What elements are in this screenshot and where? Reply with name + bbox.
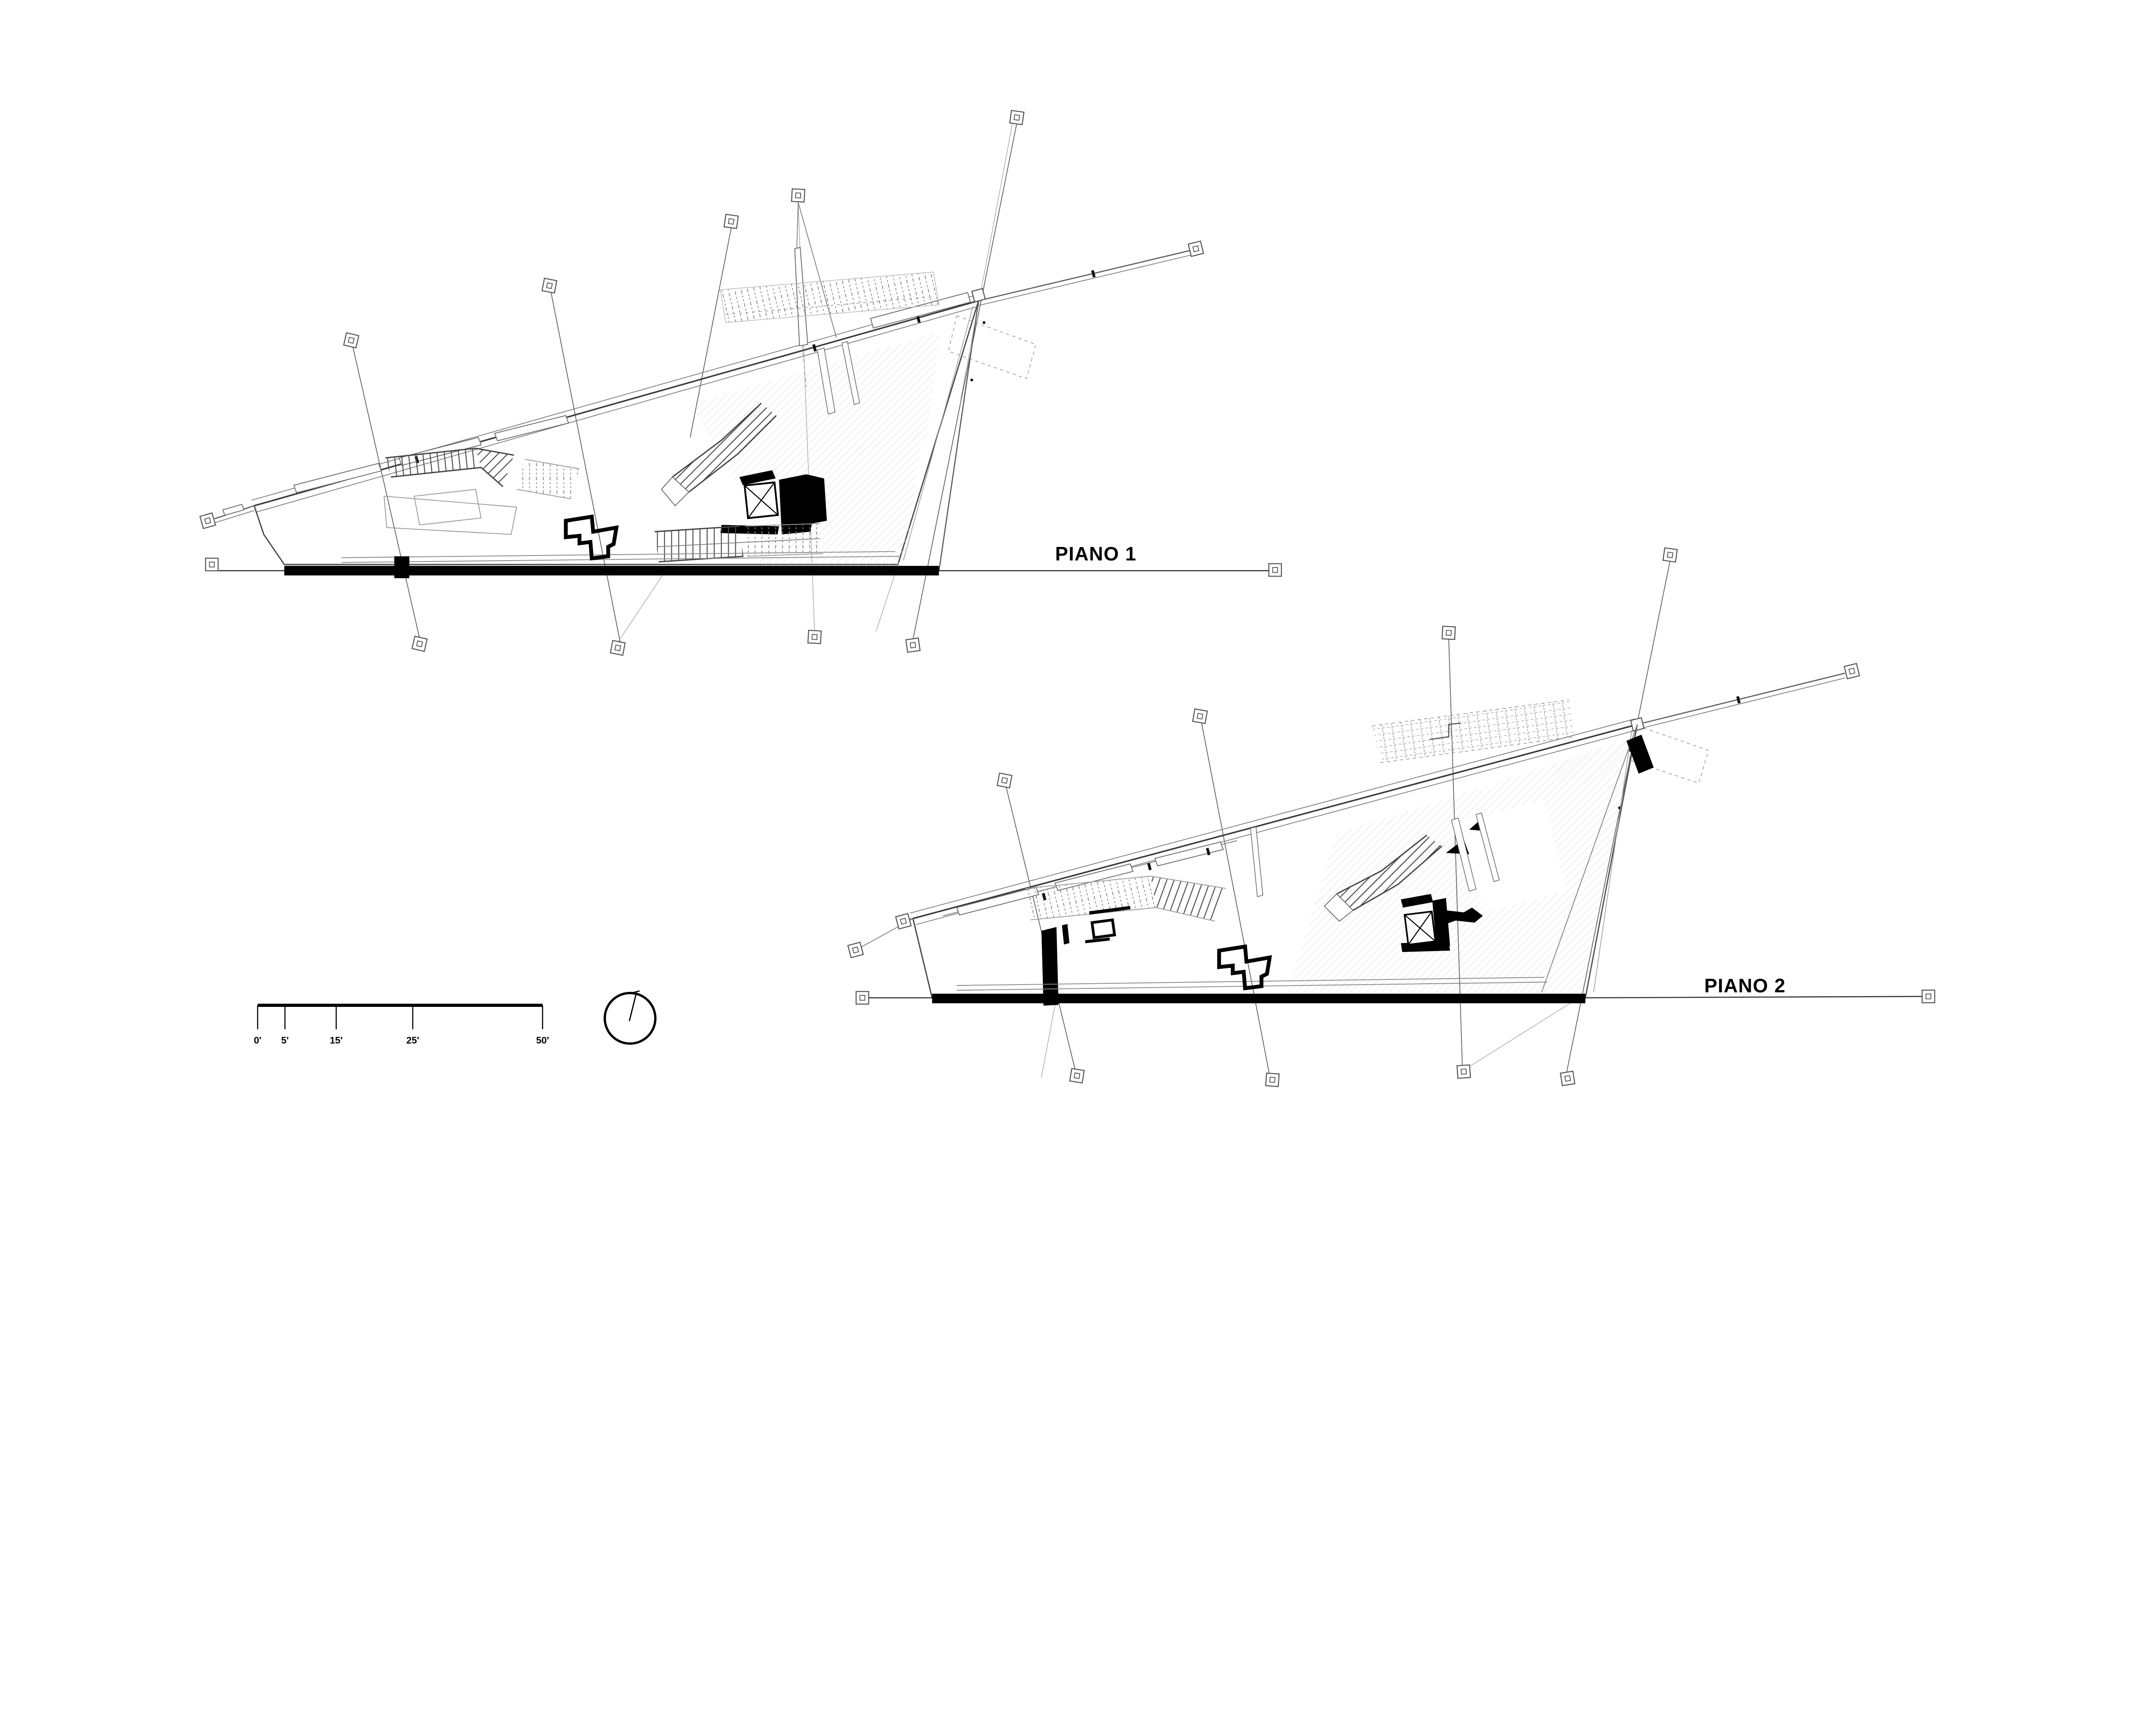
plan2-label: PIANO 2 [1704, 975, 1786, 997]
plan2-fin [1475, 812, 1500, 882]
plan2-thick-wall-room [1062, 918, 1117, 945]
plan2-black-wall [1041, 927, 1059, 1006]
scale-bar: 0' 5' 15' 25' 50' [254, 1003, 549, 1046]
elevator-shaft-icon [743, 481, 779, 520]
scale-tick-label-15: 15' [330, 1035, 342, 1046]
plan2-right-edge-inner [1593, 730, 1633, 993]
plan1-central-stair [661, 402, 777, 507]
floor-plan-2: PIANO 2 [847, 547, 1936, 1087]
plan1-bottom-stair [654, 523, 823, 563]
plan1-corridor [342, 556, 900, 563]
plan2-right-edge [1585, 724, 1638, 998]
plan2-right-edge-outer [1541, 724, 1638, 993]
north-arrow-icon [603, 990, 657, 1045]
scale-tick-label-5: 5' [281, 1035, 289, 1046]
plan1-right-edge [938, 300, 979, 572]
plan1-fin [841, 341, 860, 405]
plan1-room-inner [414, 489, 482, 526]
elevator-shaft-icon [1404, 910, 1437, 946]
plan1-roof-dashed [948, 315, 1037, 379]
floor-plan-1: PIANO 1 [199, 110, 1282, 656]
plan1-dotted-stair [516, 459, 580, 499]
plan2-elevator-core [1401, 894, 1483, 952]
plan1-room-outline [383, 496, 517, 535]
plan1-corridor [342, 551, 895, 558]
scale-tick-label-25: 25' [406, 1035, 419, 1046]
plan2-hatch-main [1287, 738, 1635, 993]
plan1-right-edge-inner [903, 306, 974, 561]
plan2-central-stair [1324, 835, 1443, 922]
plan2-hatch-upper [1551, 739, 1635, 793]
plan2-fin [1451, 817, 1477, 892]
plan2-section-band [869, 994, 1924, 1003]
plan2-straight-stair [1025, 876, 1226, 922]
plan1-top-stair [720, 271, 939, 323]
plan1-label: PIANO 1 [1055, 543, 1137, 565]
plan2-black-bar [1626, 734, 1654, 774]
scale-tick-label-50: 50' [536, 1035, 549, 1046]
plan2-mesh-band [1372, 699, 1575, 763]
plan2-corridor [957, 977, 1545, 986]
architectural-drawing-sheet: PIANO 1 [199, 110, 1936, 1087]
plan1-grid-lines [352, 121, 1017, 644]
plan1-fin [816, 347, 836, 415]
plan2-mast [1250, 826, 1264, 897]
scale-tick-label-0: 0' [254, 1035, 261, 1046]
plan1-section-band [219, 556, 1271, 578]
plan1-left-stair [385, 448, 514, 487]
